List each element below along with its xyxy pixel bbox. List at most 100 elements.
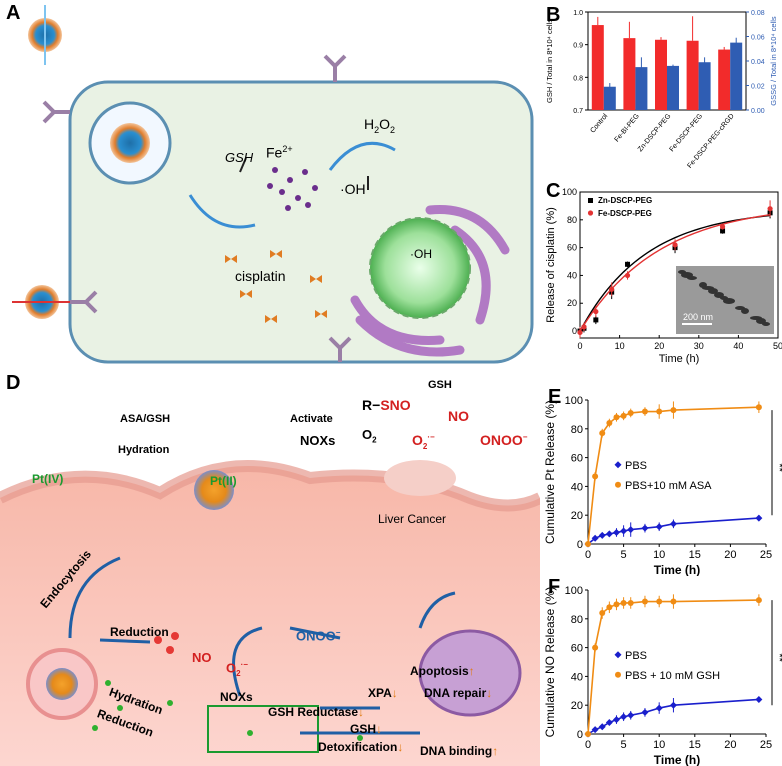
y-axis-label: Release of cisplatin (%) xyxy=(545,207,557,323)
y-tick-label: 100 xyxy=(565,585,583,597)
data-point xyxy=(609,286,615,292)
panel-label-d: D xyxy=(6,372,21,394)
data-point xyxy=(719,224,726,230)
label-superoxide: O2·− xyxy=(412,432,435,451)
label-peroxynitrite: ONOO− xyxy=(480,432,528,448)
bar-gsh xyxy=(655,39,667,111)
data-point xyxy=(606,420,613,427)
y-tick-label: 0 xyxy=(572,326,577,336)
legend-label: PBS+10 mM ASA xyxy=(625,480,712,492)
x-tick-label: 10 xyxy=(653,549,665,561)
sem-particle xyxy=(687,276,697,280)
x-tick-label: 0 xyxy=(585,549,591,561)
x-tick-label: 5 xyxy=(621,739,627,751)
y-axis-label: Cumulative Pt Release (%) xyxy=(543,400,557,544)
data-point xyxy=(612,528,620,536)
x-tick-label: 10 xyxy=(615,341,625,351)
receptor-top xyxy=(323,54,347,82)
sem-particle xyxy=(723,298,735,304)
x-tick-label: 20 xyxy=(654,341,664,351)
y-tick-label: 60 xyxy=(571,643,583,655)
panel-label-b: B xyxy=(546,4,561,26)
x-tick-label: 5 xyxy=(621,549,627,561)
data-point xyxy=(612,716,620,724)
x-tick-label: 30 xyxy=(694,341,704,351)
label-gsh-cell: GSH↓ xyxy=(350,722,383,736)
category-label: Fe-BI-PEG xyxy=(614,113,641,144)
nanoparticle-in-endosome xyxy=(110,123,150,163)
bar-gsh xyxy=(686,40,699,110)
data-point xyxy=(598,531,606,539)
y-tick-label: 0 xyxy=(577,539,583,551)
y-axis-label-right: GSSG / Total in 8*10⁴ cells xyxy=(769,16,778,106)
x-tick-label: 20 xyxy=(724,549,736,561)
category-label: Zn-DSCP-PEG xyxy=(637,113,673,154)
legend-label: PBS xyxy=(625,460,647,472)
cisplatin-molecules xyxy=(225,250,327,323)
data-point xyxy=(581,324,587,330)
x-tick-label: 15 xyxy=(689,549,701,561)
data-point xyxy=(627,526,635,534)
x-tick-label: 10 xyxy=(653,739,665,751)
data-point xyxy=(593,308,599,315)
label-onoo-cell: ONOO− xyxy=(296,628,341,644)
arrow-gsh xyxy=(188,194,256,229)
y-tick-label: 20 xyxy=(567,298,577,308)
label-oh-mito: ·OH xyxy=(410,247,432,261)
label-gsh-a: GSH xyxy=(225,150,254,165)
data-point xyxy=(627,711,635,719)
no-molecules xyxy=(154,632,179,654)
y-tick-label: 80 xyxy=(567,215,577,225)
right-tick-label: 0.02 xyxy=(751,84,765,91)
nanoparticle-outside-top xyxy=(28,5,62,65)
label-gsh-d: GSH xyxy=(428,379,452,391)
legend-marker-zn xyxy=(588,198,593,203)
y-tick-label: 40 xyxy=(571,671,583,683)
panel-label-e: E xyxy=(548,386,562,408)
label-pt-ii: Pt(II) xyxy=(210,474,237,488)
mouse-illustration xyxy=(384,460,456,496)
panel-d-illustration xyxy=(0,460,540,766)
data-point xyxy=(593,317,599,323)
data-point xyxy=(620,713,628,721)
data-point xyxy=(720,228,726,234)
bar-gsh xyxy=(623,38,636,111)
plot-frame xyxy=(579,191,779,339)
label-cisplatin: cisplatin xyxy=(235,268,286,284)
y-tick-label: 100 xyxy=(562,187,577,197)
bar-gssg xyxy=(730,42,743,110)
label-noxs: NOXs xyxy=(300,433,336,448)
data-point xyxy=(641,598,648,605)
data-point xyxy=(624,272,631,279)
data-point xyxy=(755,695,763,703)
label-dna-binding: DNA binding↑ xyxy=(420,744,499,758)
receptor-bottom xyxy=(328,336,352,362)
legend-marker xyxy=(614,461,622,469)
gsh-dots xyxy=(92,680,363,741)
endoplasmic-reticulum xyxy=(350,205,510,357)
x-tick-label: 25 xyxy=(760,549,772,561)
series-line-1 xyxy=(587,599,759,735)
y-tick-label: 40 xyxy=(567,270,577,280)
label-h2o2: H2O2 xyxy=(364,116,396,135)
data-point xyxy=(591,534,599,542)
left-tick-label: 0.9 xyxy=(573,43,583,50)
label-liver-cancer: Liver Cancer xyxy=(378,512,447,526)
pt-ii-complex xyxy=(207,705,319,753)
receptor-left-top xyxy=(42,100,70,124)
legend-marker xyxy=(615,481,621,488)
significance-label: ** xyxy=(773,463,782,472)
data-point xyxy=(755,514,763,522)
panel-a-illustration xyxy=(12,5,534,364)
data-point xyxy=(670,407,677,414)
data-point xyxy=(641,408,648,415)
data-point xyxy=(605,530,613,538)
nanoparticle-surface xyxy=(194,470,234,510)
data-point xyxy=(767,206,773,212)
label-o2: O2 xyxy=(362,427,377,445)
y-tick-label: 80 xyxy=(571,614,583,626)
legend-marker-fe xyxy=(587,210,594,216)
pathway-arrows xyxy=(68,556,456,735)
right-tick-label: 0.08 xyxy=(751,10,765,17)
